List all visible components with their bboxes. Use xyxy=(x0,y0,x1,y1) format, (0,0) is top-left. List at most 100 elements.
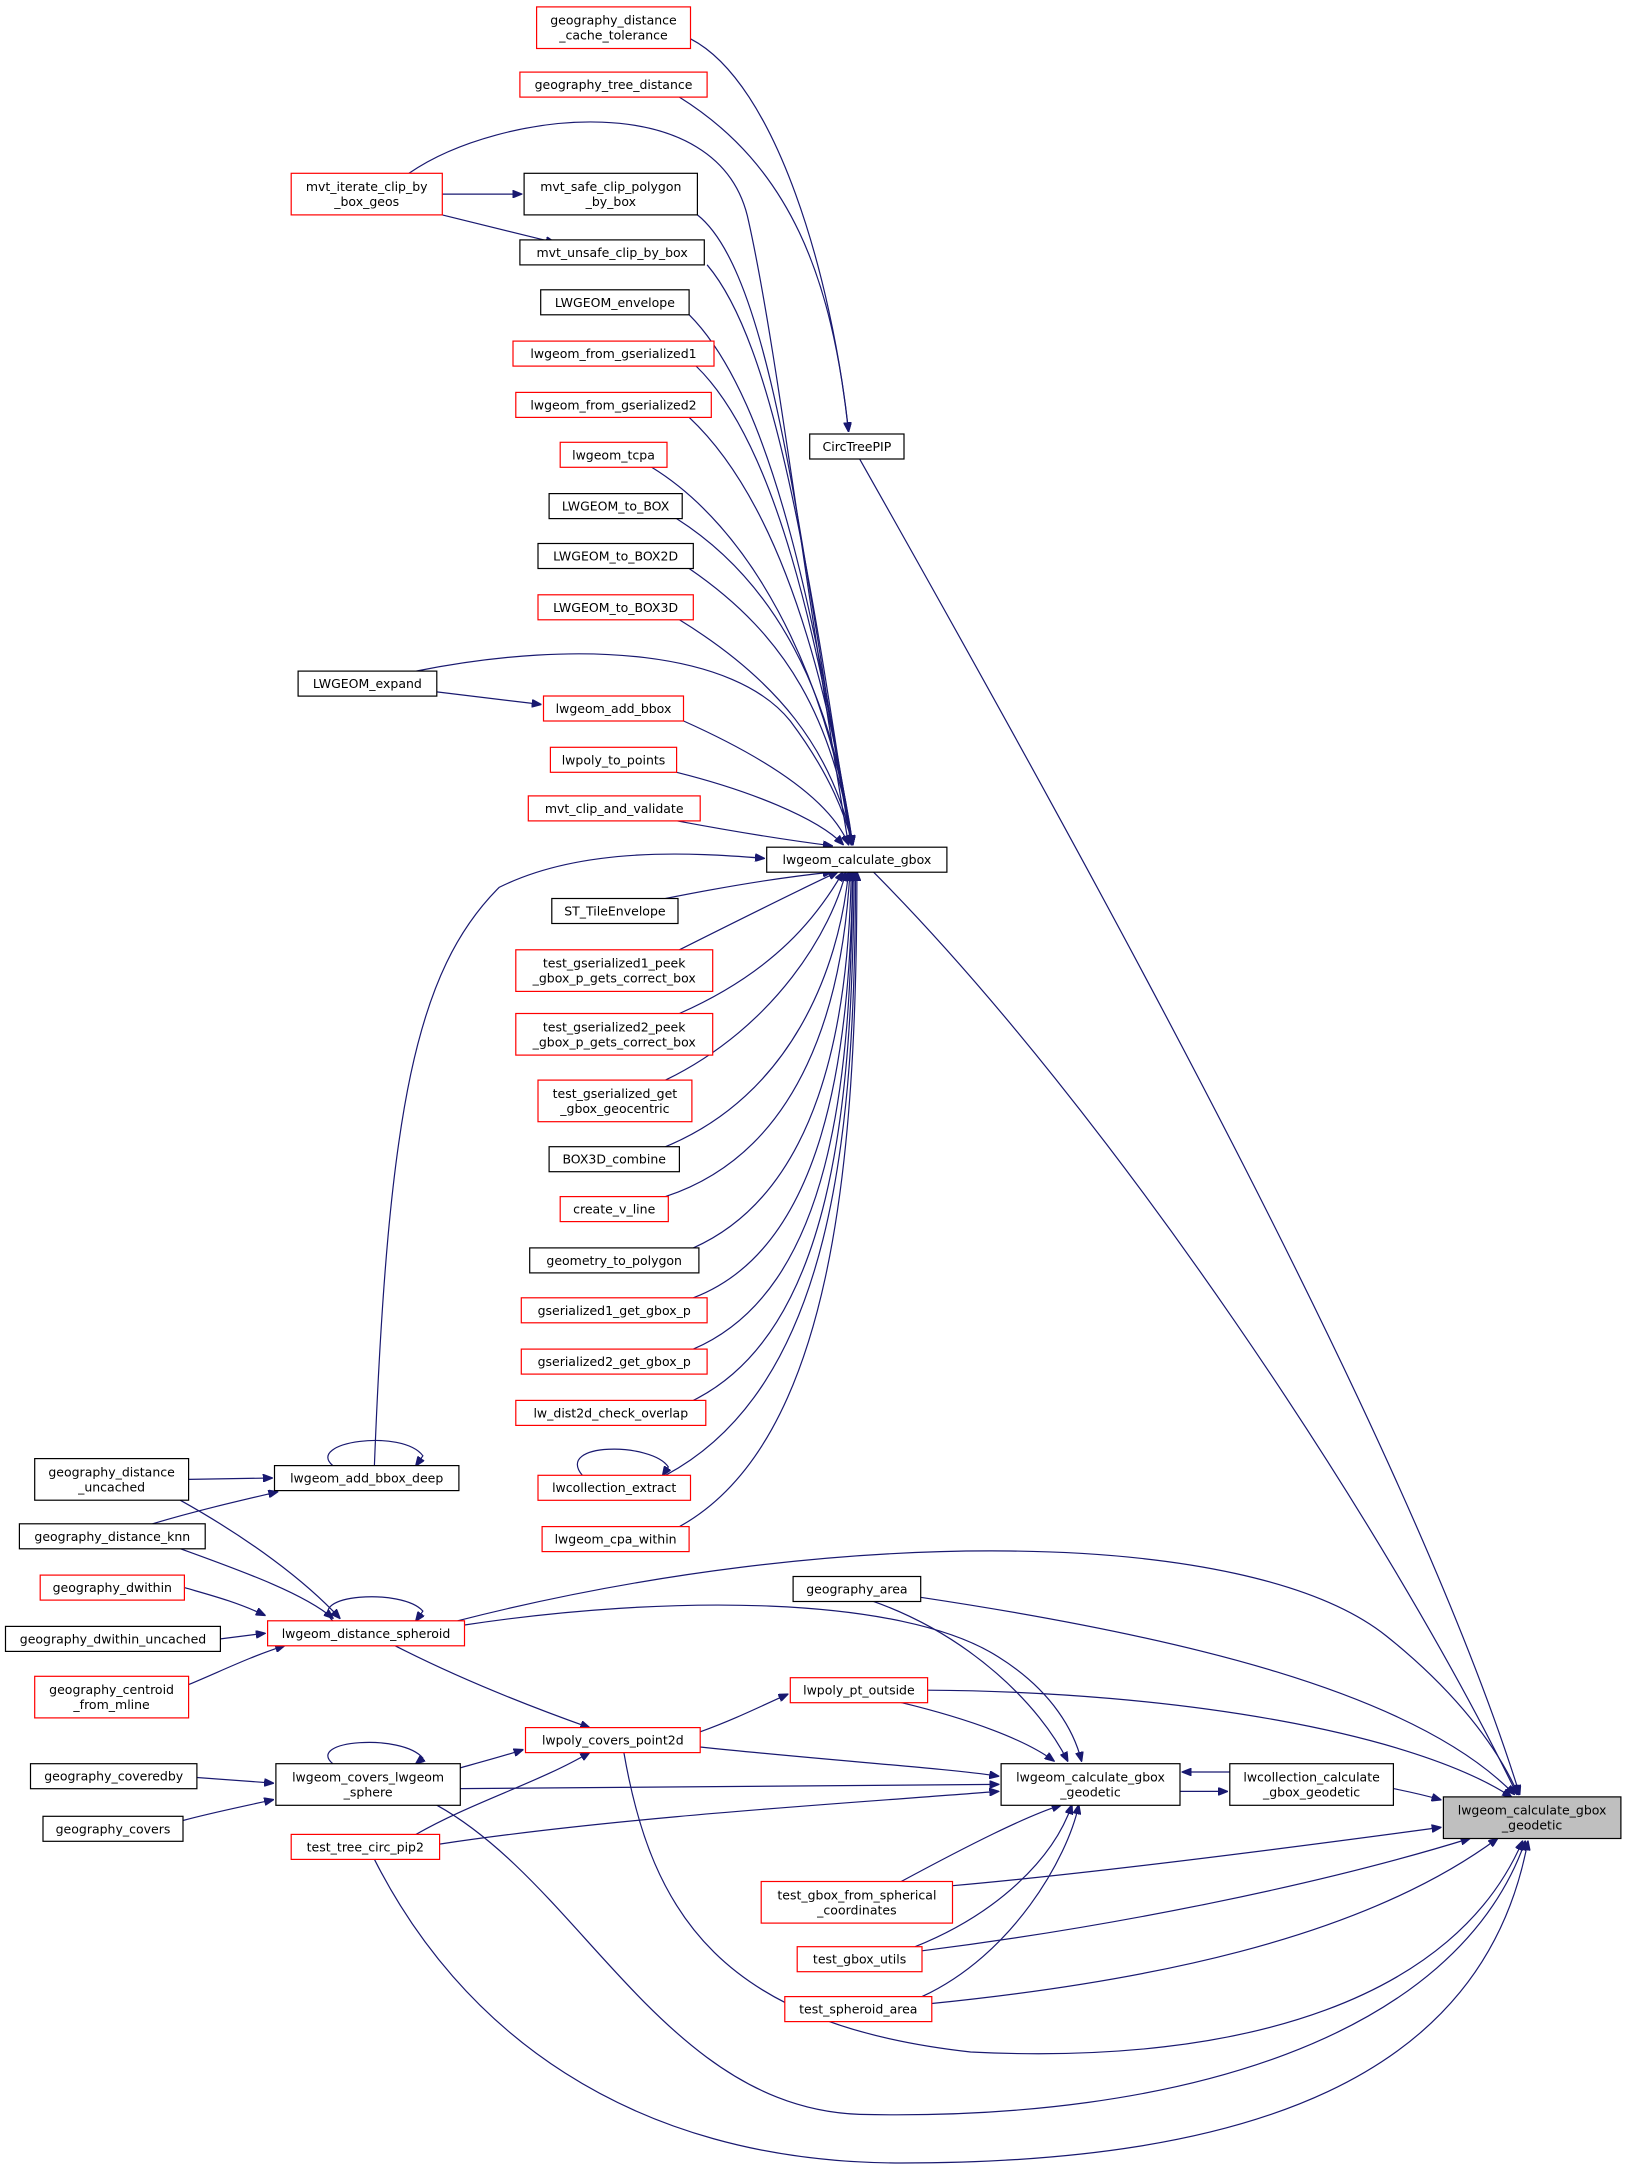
node-b3c[interactable]: BOX3D_combine xyxy=(548,1146,680,1173)
node-box[interactable] xyxy=(542,695,685,722)
node-box[interactable] xyxy=(766,846,948,873)
node-box[interactable] xyxy=(537,542,694,570)
node-gcfm[interactable]: geography_centroid_from_mline xyxy=(34,1675,190,1719)
node-lexp[interactable]: LWGEOM_expand xyxy=(297,670,438,697)
node-box[interactable] xyxy=(789,1677,929,1704)
node-lpcp[interactable]: lwpoly_covers_point2d xyxy=(524,1726,701,1754)
node-focus[interactable]: lwgeom_calculate_gbox_geodetic xyxy=(1442,1796,1622,1840)
node-box[interactable] xyxy=(549,746,678,773)
node-box[interactable] xyxy=(519,71,708,98)
node-box[interactable] xyxy=(559,441,668,468)
node-box[interactable] xyxy=(520,1348,708,1375)
node-box[interactable] xyxy=(760,1880,954,1924)
node-garea[interactable]: geography_area xyxy=(792,1575,922,1603)
node-micbg[interactable]: mvt_iterate_clip_by_box_geos xyxy=(290,172,443,216)
node-lcgg[interactable]: lwgeom_calculate_gbox_geodetic xyxy=(1000,1763,1181,1806)
node-gdu[interactable]: geography_distance_uncached xyxy=(34,1457,190,1501)
node-box[interactable] xyxy=(18,1523,206,1550)
node-mcav[interactable]: mvt_clip_and_validate xyxy=(527,795,701,822)
node-box[interactable] xyxy=(515,1012,714,1056)
node-box[interactable] xyxy=(535,6,692,50)
node-lbox[interactable]: LWGEOM_to_BOX xyxy=(548,493,683,520)
node-labd[interactable]: lwgeom_add_bbox_deep xyxy=(273,1464,460,1492)
node-box[interactable] xyxy=(512,340,715,367)
node-stte[interactable]: ST_TileEnvelope xyxy=(551,897,679,925)
node-lfg1[interactable]: lwgeom_from_gserialized1 xyxy=(512,340,715,367)
node-box[interactable] xyxy=(527,795,701,822)
node-lbox2d[interactable]: LWGEOM_to_BOX2D xyxy=(537,542,694,570)
node-box[interactable] xyxy=(540,289,690,316)
node-box[interactable] xyxy=(524,1726,701,1754)
node-box[interactable] xyxy=(515,949,714,992)
node-box[interactable] xyxy=(796,1946,923,1973)
node-box[interactable] xyxy=(809,433,905,460)
node-lcw[interactable]: lwgeom_cpa_within xyxy=(541,1525,690,1553)
node-g1gb[interactable]: gserialized1_get_gbox_p xyxy=(520,1297,708,1324)
node-box[interactable] xyxy=(548,1146,680,1173)
node-lce[interactable]: lwcollection_extract xyxy=(537,1474,692,1501)
node-box[interactable] xyxy=(529,1247,700,1274)
node-box[interactable] xyxy=(1442,1796,1622,1840)
node-box[interactable] xyxy=(267,1620,466,1647)
node-box[interactable] xyxy=(4,1625,221,1653)
node-lcg[interactable]: lwgeom_calculate_gbox xyxy=(766,846,948,873)
node-box[interactable] xyxy=(792,1575,922,1603)
node-tg2[interactable]: test_gserialized2_peek_gbox_p_gets_corre… xyxy=(515,1012,714,1056)
node-box[interactable] xyxy=(515,1399,707,1427)
node-tgu[interactable]: test_gbox_utils xyxy=(796,1946,923,1973)
node-gdwu[interactable]: geography_dwithin_uncached xyxy=(4,1625,221,1653)
node-ttcp[interactable]: test_tree_circ_pip2 xyxy=(290,1833,441,1861)
node-tg1[interactable]: test_gserialized1_peek_gbox_p_gets_corre… xyxy=(515,949,714,992)
node-tggg[interactable]: test_gserialized_get_gbox_geocentric xyxy=(537,1079,693,1123)
node-box[interactable] xyxy=(1000,1763,1181,1806)
node-box[interactable] xyxy=(29,1763,198,1790)
node-lclws[interactable]: lwgeom_covers_lwgeom_sphere xyxy=(275,1763,461,1806)
node-tgfs[interactable]: test_gbox_from_spherical_coordinates xyxy=(760,1880,954,1924)
node-box[interactable] xyxy=(297,670,438,697)
node-box[interactable] xyxy=(548,493,683,520)
node-gdct[interactable]: geography_distance_cache_tolerance xyxy=(535,6,692,50)
node-ldco[interactable]: lw_dist2d_check_overlap xyxy=(515,1399,707,1427)
node-lppo[interactable]: lwpoly_pt_outside xyxy=(789,1677,929,1704)
node-ltcpa[interactable]: lwgeom_tcpa xyxy=(559,441,668,468)
node-box[interactable] xyxy=(520,1297,708,1324)
node-box[interactable] xyxy=(537,1474,692,1501)
node-box[interactable] xyxy=(523,172,698,216)
node-lptp[interactable]: lwpoly_to_points xyxy=(549,746,678,773)
node-box[interactable] xyxy=(784,1995,933,2023)
node-gtp[interactable]: geometry_to_polygon xyxy=(529,1247,700,1274)
node-box[interactable] xyxy=(537,1079,693,1123)
node-ctp[interactable]: CircTreePIP xyxy=(809,433,905,460)
node-box[interactable] xyxy=(551,897,679,925)
node-box[interactable] xyxy=(39,1574,185,1601)
node-mucb[interactable]: mvt_unsafe_clip_by_box xyxy=(519,239,705,266)
node-box[interactable] xyxy=(1229,1763,1395,1806)
node-gdk[interactable]: geography_distance_knn xyxy=(18,1523,206,1550)
node-box[interactable] xyxy=(273,1464,460,1492)
node-cvl[interactable]: create_v_line xyxy=(559,1195,669,1223)
node-box[interactable] xyxy=(537,594,694,621)
node-lbox3d[interactable]: LWGEOM_to_BOX3D xyxy=(537,594,694,621)
node-lab[interactable]: lwgeom_add_bbox xyxy=(542,695,685,722)
node-tsa[interactable]: test_spheroid_area xyxy=(784,1995,933,2023)
node-gcov[interactable]: geography_covers xyxy=(42,1815,184,1842)
node-box[interactable] xyxy=(559,1195,669,1223)
node-box[interactable] xyxy=(290,1833,441,1861)
node-mscp[interactable]: mvt_safe_clip_polygon_by_box xyxy=(523,172,698,216)
node-gdw[interactable]: geography_dwithin xyxy=(39,1574,185,1601)
node-box[interactable] xyxy=(290,172,443,216)
node-lenv[interactable]: LWGEOM_envelope xyxy=(540,289,690,316)
node-box[interactable] xyxy=(541,1525,690,1553)
node-g2gb[interactable]: gserialized2_get_gbox_p xyxy=(520,1348,708,1375)
node-box[interactable] xyxy=(519,239,705,266)
node-box[interactable] xyxy=(42,1815,184,1842)
node-box[interactable] xyxy=(34,1675,190,1719)
node-lccg[interactable]: lwcollection_calculate_gbox_geodetic xyxy=(1229,1763,1395,1806)
node-gtd[interactable]: geography_tree_distance xyxy=(519,71,708,98)
node-box[interactable] xyxy=(275,1763,461,1806)
node-box[interactable] xyxy=(34,1457,190,1501)
node-gcb[interactable]: geography_coveredby xyxy=(29,1763,198,1790)
node-lds[interactable]: lwgeom_distance_spheroid xyxy=(267,1620,466,1647)
node-box[interactable] xyxy=(515,391,712,418)
node-lfg2[interactable]: lwgeom_from_gserialized2 xyxy=(515,391,712,418)
